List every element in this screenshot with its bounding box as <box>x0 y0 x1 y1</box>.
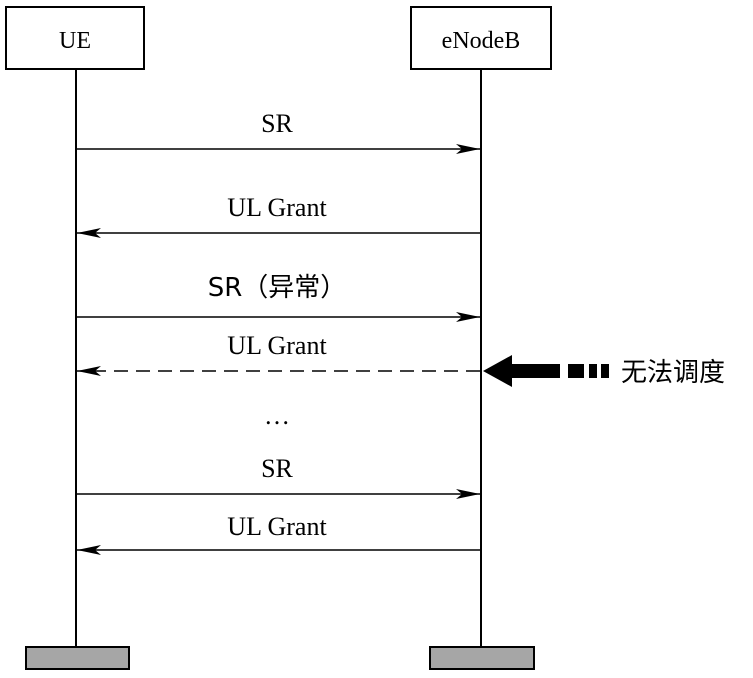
ellipsis: … <box>264 401 290 430</box>
pointer-dash <box>601 364 609 378</box>
participant-enodeb: eNodeB <box>410 6 552 70</box>
message-sr-2: SR <box>77 454 480 499</box>
message-ul-grant-failed: UL Grant <box>77 331 480 376</box>
participant-enodeb-label: eNodeB <box>442 28 521 54</box>
message-label: SR <box>261 109 293 138</box>
annotation-label: 无法调度 <box>621 358 725 388</box>
message-label: UL Grant <box>227 193 327 222</box>
failure-pointer: 无法调度 <box>483 355 725 388</box>
message-sr-1: SR <box>77 109 480 154</box>
message-label: UL Grant <box>227 331 327 360</box>
ue-footer-box <box>25 646 130 670</box>
pointer-dash <box>589 364 597 378</box>
message-label: UL Grant <box>227 512 327 541</box>
message-label: SR <box>261 454 293 483</box>
message-sr-abnormal: SR（异常） <box>77 273 480 322</box>
enodeb-footer-box <box>429 646 535 670</box>
message-ul-grant-1: UL Grant <box>77 193 480 238</box>
participant-ue: UE <box>5 6 145 70</box>
pointer-dash <box>568 364 584 378</box>
pointer-arrow-icon <box>483 355 560 387</box>
participant-ue-label: UE <box>59 28 91 54</box>
message-label: SR（异常） <box>208 273 347 303</box>
message-ul-grant-2: UL Grant <box>77 512 480 555</box>
